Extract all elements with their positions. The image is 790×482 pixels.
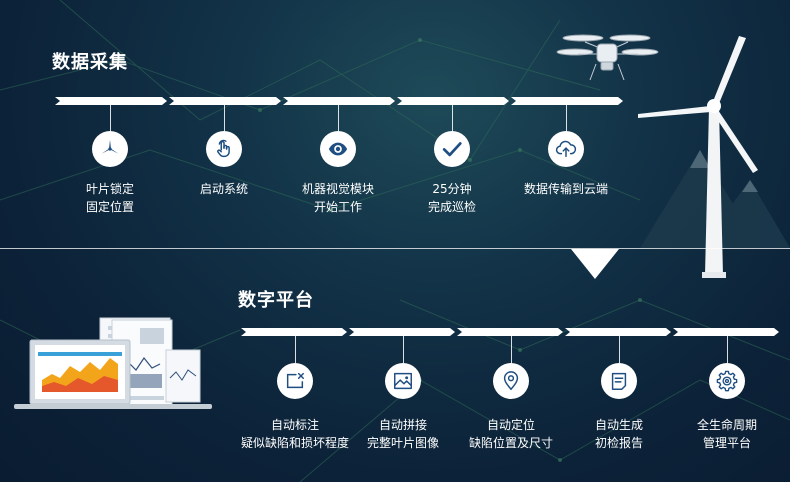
- step-label-line1: 机器视觉模块: [301, 182, 374, 196]
- location-pin-icon: [493, 363, 529, 399]
- step-label-line1: 自动定位: [486, 418, 535, 432]
- turbine-icon: [92, 131, 128, 167]
- step-label-line2: 初检报告: [594, 436, 643, 450]
- drone-illustration: [556, 34, 659, 81]
- timeline-segment: [565, 328, 671, 336]
- cloud-upload-icon: [548, 131, 584, 167]
- section-title-data-collection: 数据采集: [52, 52, 128, 73]
- step-label-line1: 自动标注: [270, 418, 319, 432]
- annotate-icon: [277, 363, 313, 399]
- report-icon: [601, 363, 637, 399]
- step-label-line1: 启动系统: [199, 182, 248, 196]
- timeline-segment: [283, 97, 395, 105]
- check-icon: [434, 131, 470, 167]
- step-label-line1: 自动生成: [594, 418, 643, 432]
- touch-icon: [206, 131, 242, 167]
- step-label-line1: 数据传输到云端: [523, 182, 608, 196]
- step-label-line2: 完成巡检: [427, 200, 476, 214]
- step-label-line2: 固定位置: [85, 200, 134, 214]
- eye-icon: [320, 131, 356, 167]
- gear-icon: [709, 363, 745, 399]
- timeline-segment: [397, 97, 509, 105]
- step-label-line2: 开始工作: [313, 200, 362, 214]
- timeline-segment: [457, 328, 563, 336]
- image-icon: [385, 363, 421, 399]
- timeline-segment: [673, 328, 779, 336]
- step-label-line1: 自动拼接: [378, 418, 427, 432]
- timeline-segment: [511, 97, 623, 105]
- step-label-line2: 缺陷位置及尺寸: [468, 436, 553, 450]
- step-label-line2: 完整叶片图像: [366, 436, 439, 450]
- step-label-line1: 25分钟: [432, 182, 472, 196]
- wind-turbine-illustration: [638, 36, 758, 278]
- dashboard-illustration: [14, 317, 212, 409]
- timeline-segment: [169, 97, 281, 105]
- timeline-segment: [349, 328, 455, 336]
- step-label-line1: 叶片锁定: [85, 182, 134, 196]
- timeline-segment: [55, 97, 167, 105]
- step-label-line2: 疑似缺陷和损坏程度: [240, 436, 349, 450]
- section-divider: [0, 248, 790, 249]
- step-label-line2: 管理平台: [702, 436, 751, 450]
- timeline-segment: [241, 328, 347, 336]
- divider-arrow-notch: [571, 249, 619, 279]
- step-label-line1: 全生命周期: [696, 418, 757, 432]
- section-title-digital-platform: 数字平台: [238, 290, 314, 311]
